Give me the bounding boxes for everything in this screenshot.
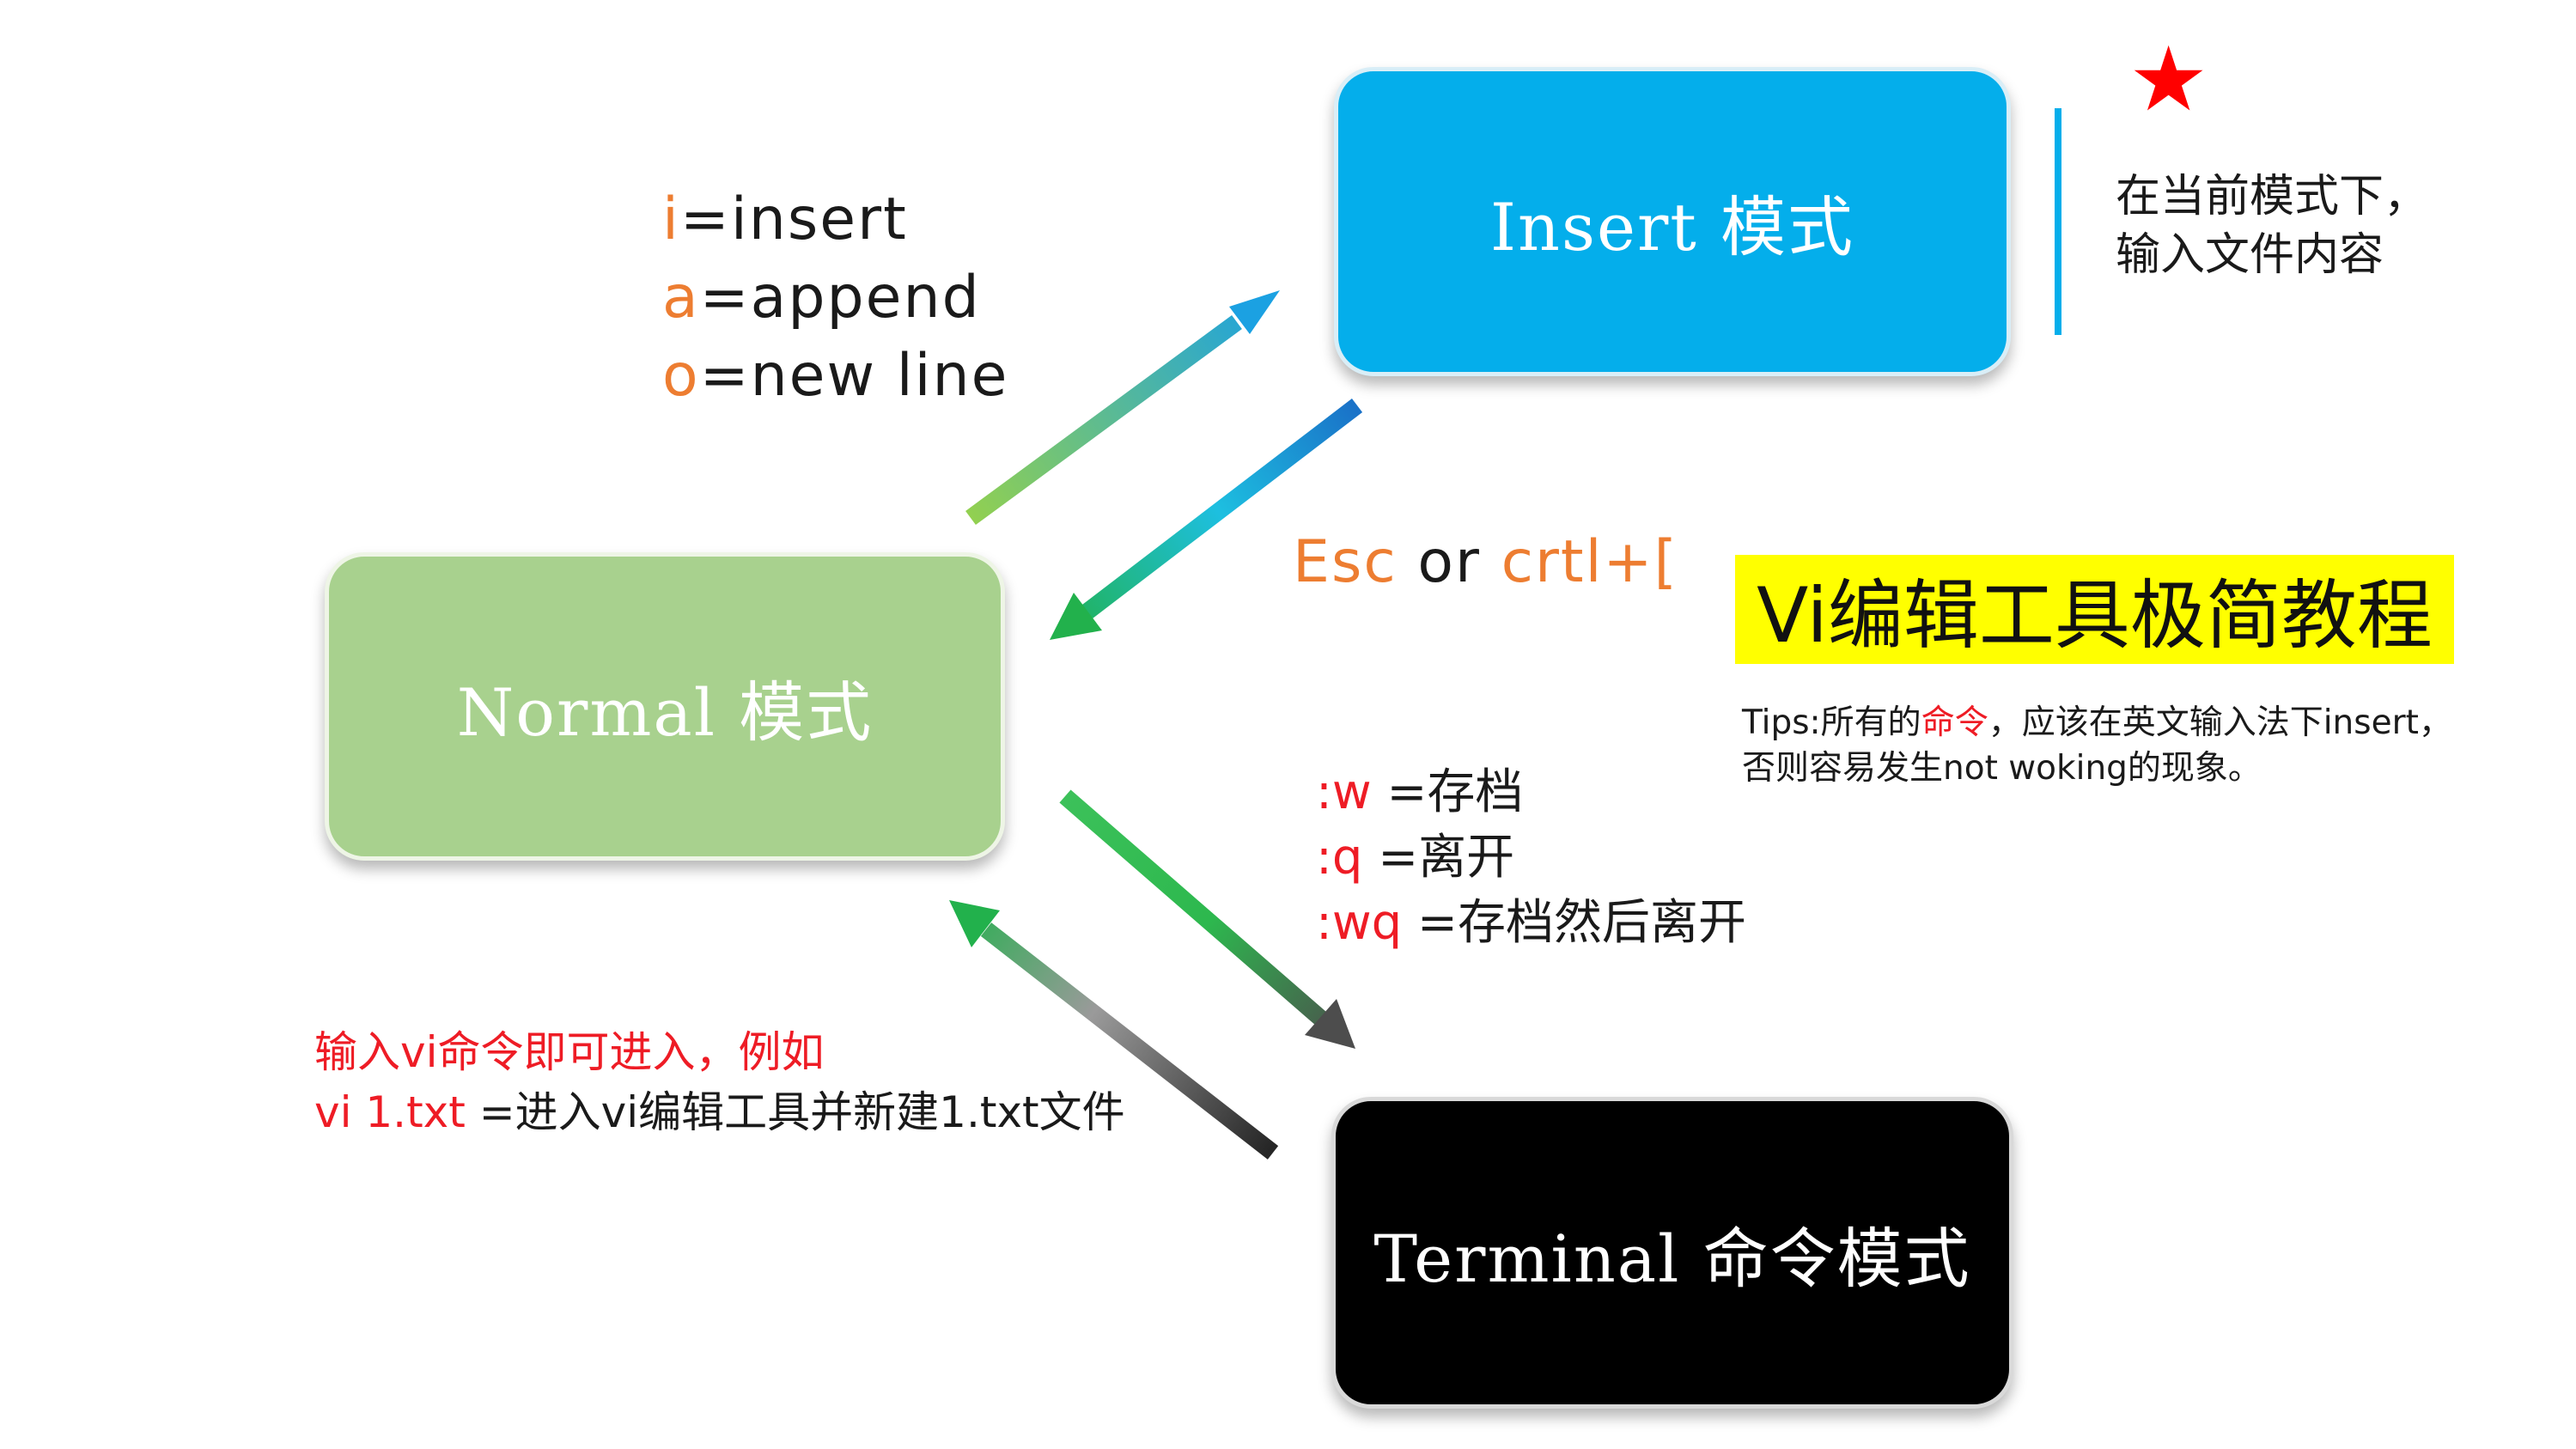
save-quit-command-line: :wq =存档然后离开 (1316, 895, 1746, 951)
normal-mode-label: Normal 模式 (456, 673, 874, 751)
page-title: Vi编辑工具极简教程 (1735, 555, 2454, 664)
enter-hint-line2: vi 1.txt =进入vi编辑工具并新建1.txt文件 (314, 1087, 1125, 1137)
append-key-line: a=append (662, 264, 981, 332)
save-command-line: :w =存档 (1316, 764, 1524, 820)
terminal-mode-box: Terminal 命令模式 (1331, 1097, 2013, 1409)
insert-key-line: i=insert (662, 186, 908, 253)
quit-command-line: :q =离开 (1316, 830, 1515, 886)
terminal-mode-label: Terminal 命令模式 (1373, 1220, 1971, 1297)
arrow-normal-to-insert (965, 290, 1280, 526)
arrow-terminal-to-normal (949, 900, 1279, 1160)
insert-mode-label: Insert 模式 (1490, 189, 1854, 265)
normal-mode-box: Normal 模式 (325, 552, 1005, 861)
insert-mode-box: Insert 模式 (1334, 67, 2011, 376)
note-divider (2055, 108, 2061, 335)
enter-hint-line1: 输入vi命令即可进入，例如 (314, 1027, 825, 1077)
save-commands-list: :w =存档 :q =离开 :wq =存档然后离开 (1316, 760, 1746, 956)
insert-keys-list: i=insert a=append o=new line (662, 180, 1008, 415)
enter-vi-hint: 输入vi命令即可进入，例如 vi 1.txt =进入vi编辑工具并新建1.txt… (314, 1022, 1125, 1142)
arrow-normal-to-terminal (1059, 789, 1355, 1049)
tips-text: Tips:所有的命令，应该在英文输入法下insert， 否则容易发生not wo… (1742, 703, 2452, 788)
newline-key-line: o=new line (662, 342, 1009, 410)
escape-keys-label: Esc or crtl+[ (1293, 528, 1678, 596)
insert-mode-note: 在当前模式下， 输入文件内容 (2116, 171, 2429, 281)
star-icon: ★ (2128, 27, 2209, 131)
arrow-insert-to-normal (1050, 399, 1363, 640)
